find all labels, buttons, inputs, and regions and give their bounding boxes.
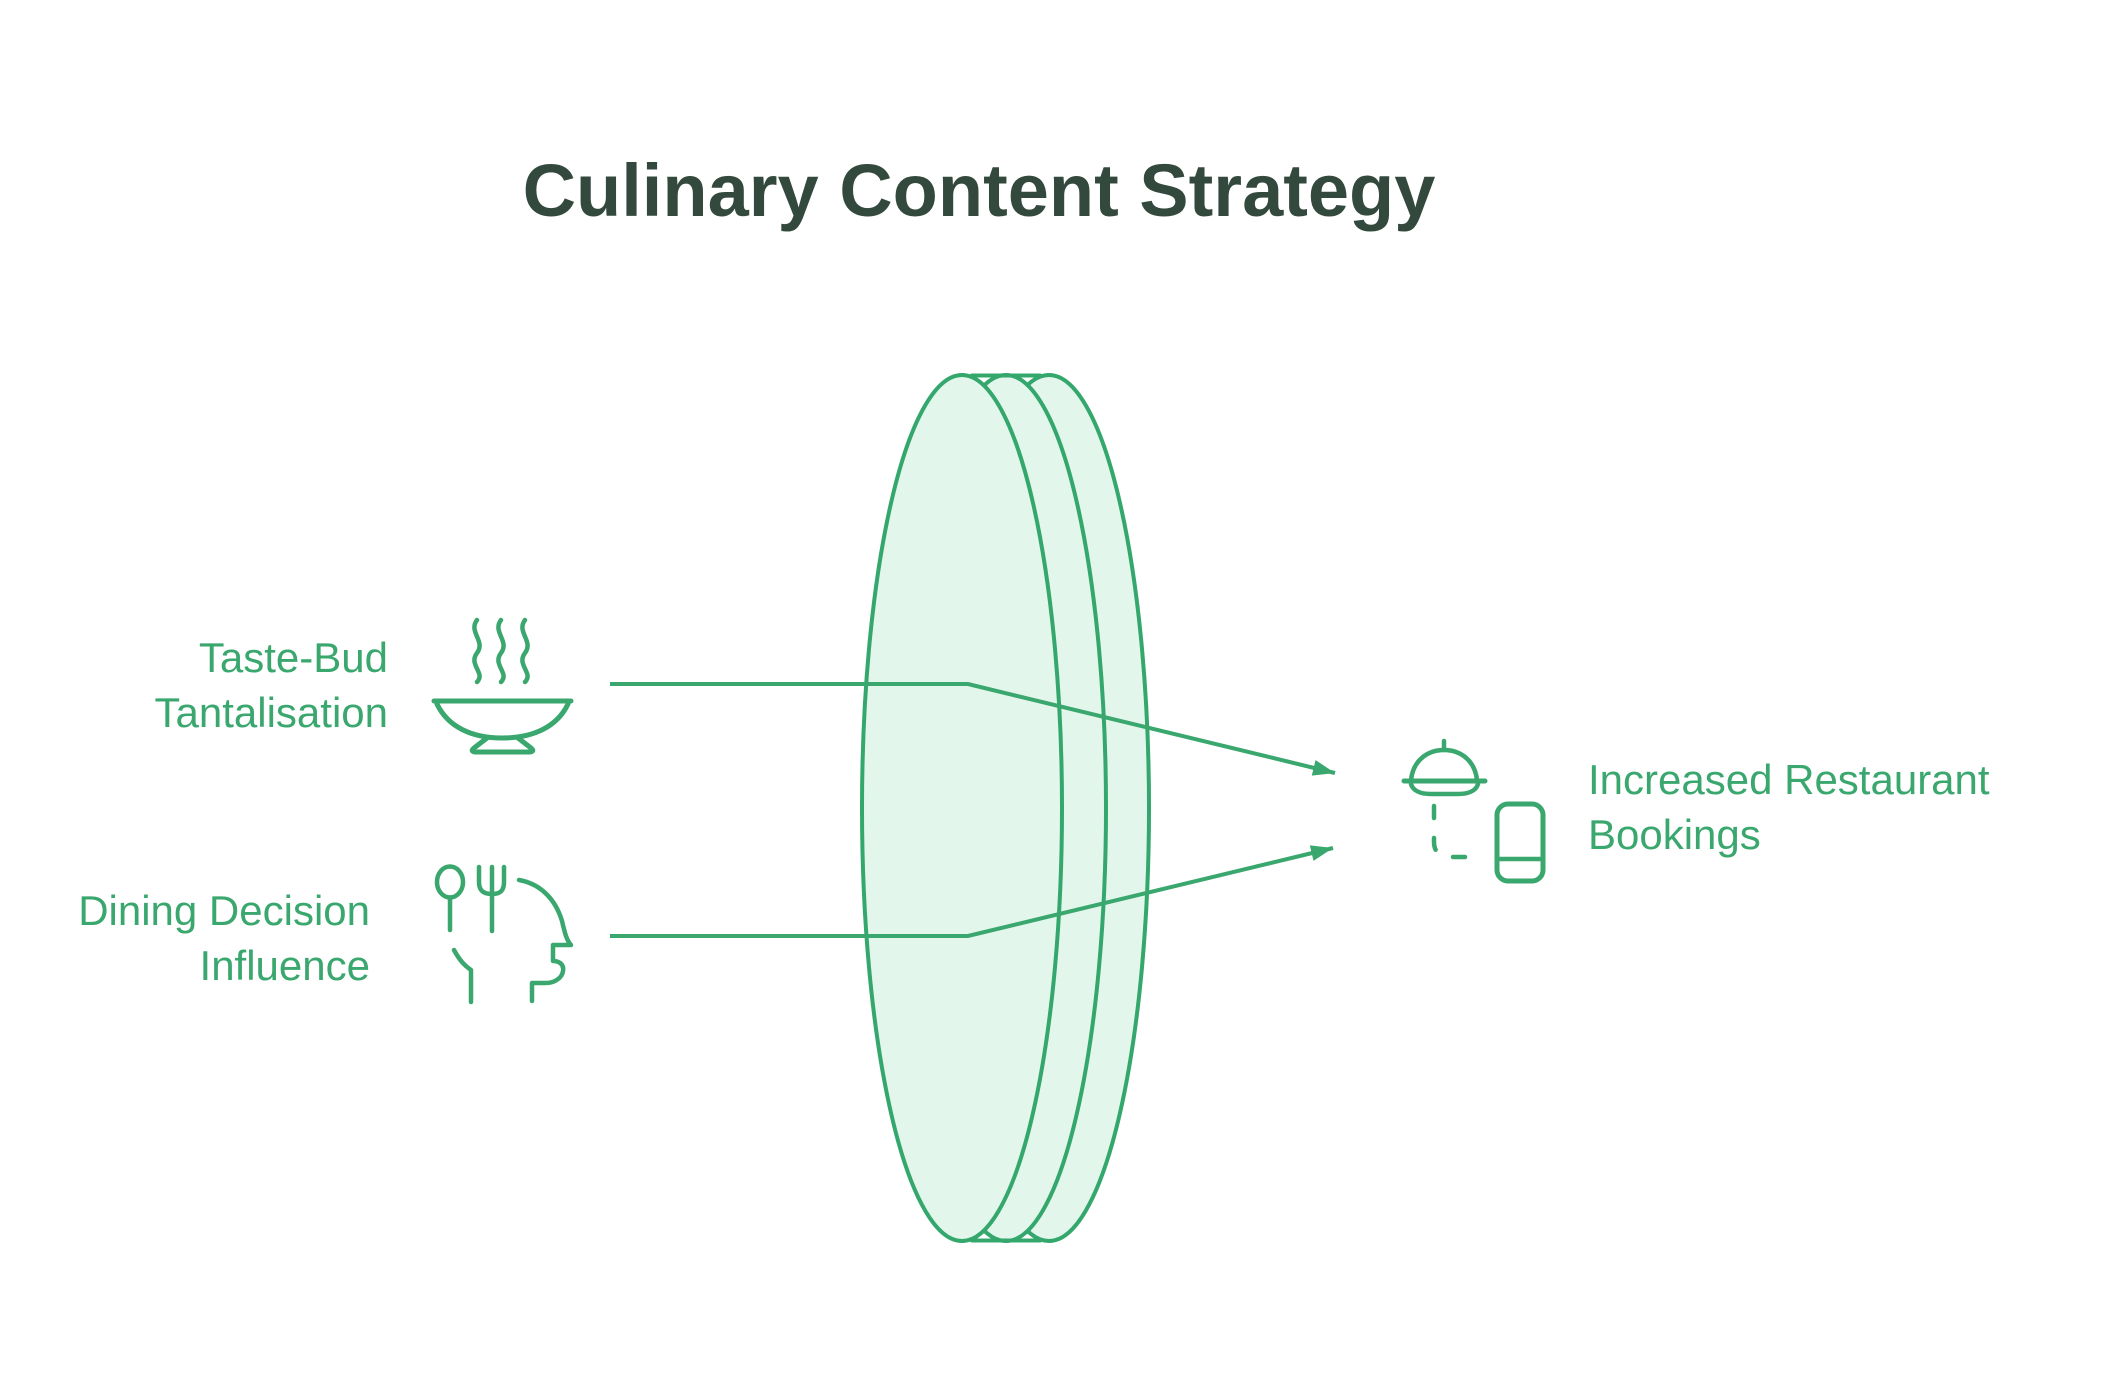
steam-line-3: [520, 617, 530, 685]
output-label-bookings-line2: Bookings: [1588, 811, 1761, 858]
input-label-taste-bud-line2: Tantalisation: [154, 689, 388, 736]
page-title: Culinary Content Strategy: [522, 149, 1436, 232]
steam-line-2: [496, 617, 506, 685]
beams: [610, 682, 1336, 938]
output-label-bookings: Increased Restaurant Bookings: [1588, 752, 1990, 862]
dining-decision-head-icon: [434, 864, 574, 1005]
input-label-dining-decision: Dining Decision Influence: [78, 883, 370, 993]
input-label-dining-decision-line2: Influence: [199, 942, 370, 989]
dashed-connector: [1431, 803, 1486, 860]
output-label-bookings-line1: Increased Restaurant: [1588, 756, 1990, 803]
cloche-phone-booking-icon: [1401, 738, 1546, 884]
beam-taste-bud: [610, 682, 1336, 776]
input-label-dining-decision-line1: Dining Decision: [78, 887, 370, 934]
converging-lens: [860, 373, 1151, 1243]
head-profile: [516, 877, 574, 1004]
bowl-body: [434, 701, 571, 741]
neck-line: [451, 947, 474, 1005]
input-label-taste-bud: Taste-Bud Tantalisation: [155, 630, 388, 740]
input-label-taste-bud-line1: Taste-Bud: [198, 634, 388, 681]
bowl-foot: [469, 735, 536, 755]
steam-line-1: [472, 617, 482, 685]
spoon-head: [434, 864, 466, 900]
beam-dining-decision: [610, 845, 1334, 938]
cloche-plate-dish: [1408, 781, 1481, 797]
cloche-dome: [1408, 747, 1480, 783]
steaming-bowl-icon: [431, 617, 574, 755]
phone-body: [1494, 801, 1546, 884]
lens-front-ellipse: [860, 373, 1064, 1243]
